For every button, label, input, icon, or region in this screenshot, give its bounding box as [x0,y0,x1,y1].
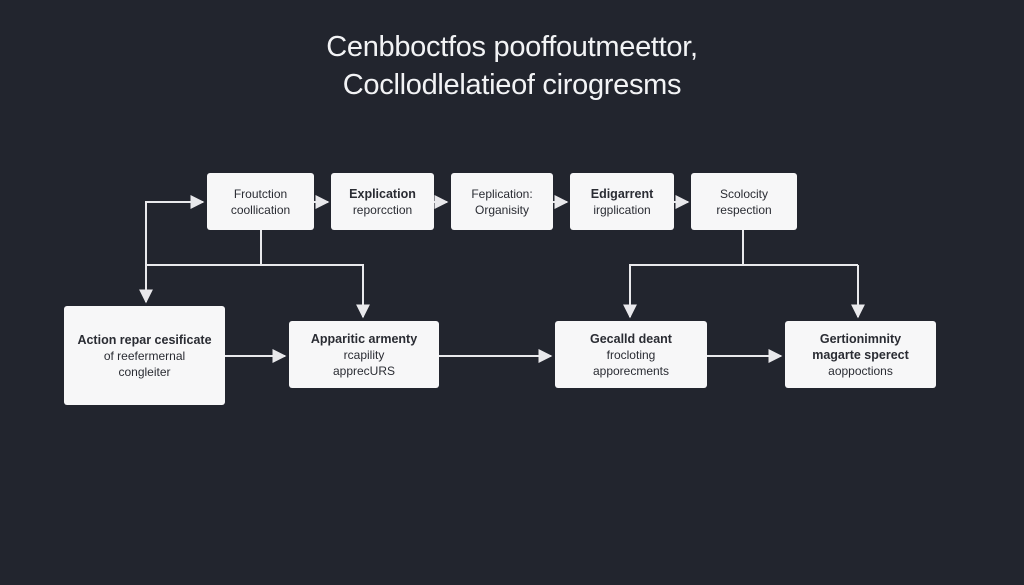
box-sublabel-2: congleiter [118,364,171,379]
box-sublabel: respection [716,202,772,217]
box-label: Scolocity [719,186,769,201]
box-sublabel: magarte sperect [812,347,909,362]
diagram-title-line1: Cenbboctfos pooffoutmeettor, [326,31,698,63]
arrow-loop-to-top-1 [145,195,205,265]
process-box-gertionimnity: Gertionimnity magarte sperect aoppoction… [785,321,936,388]
box-label: Gecalld deant [590,331,672,346]
box-label: Gertionimnity [819,331,902,346]
diagram-title-line2: Cocllodlelatieof cirogresms [342,69,682,101]
process-box-gecalld: Gecalld deant frocloting apporecments [555,321,707,388]
process-box-edigarrent: Edigarrent irgplication [570,173,674,230]
process-box-apparitic: Apparitic armenty rcapility apprecURS [289,321,439,388]
box-label: Action repar cesificate [77,332,212,347]
box-sublabel: irgplication [593,202,651,217]
process-box-action-repar: Action repar cesificate of reefermernal … [64,306,225,405]
box-sublabel-2: apporecments [592,363,670,378]
box-label: Froutction [233,186,288,201]
process-box-explication: Explication reporcction [331,173,434,230]
box-sublabel: Organisity [474,202,530,217]
box-sublabel: rcapility [343,347,385,362]
process-box-scolocity: Scolocity respection [691,173,797,230]
box-sublabel: coollication [230,202,291,217]
box-label: Apparitic armenty [310,331,418,346]
connector-top-1-branch [146,230,262,266]
box-label: Edigarrent [590,186,654,201]
arrow-to-bottom-2 [261,264,370,319]
box-sublabel-2: aoppoctions [828,363,893,378]
box-sublabel: of reefermernal [103,348,186,363]
box-sublabel: reporcction [352,202,413,217]
process-box-feplication: Feplication: Organisity [451,173,553,230]
process-box-froutction: Froutction coollication [207,173,314,230]
box-sublabel: frocloting [606,347,656,362]
box-sublabel-2: apprecURS [332,363,396,378]
arrow-to-bottom-3 [623,264,858,319]
box-label: Explication [349,186,416,201]
box-label: Feplication: [471,186,533,201]
